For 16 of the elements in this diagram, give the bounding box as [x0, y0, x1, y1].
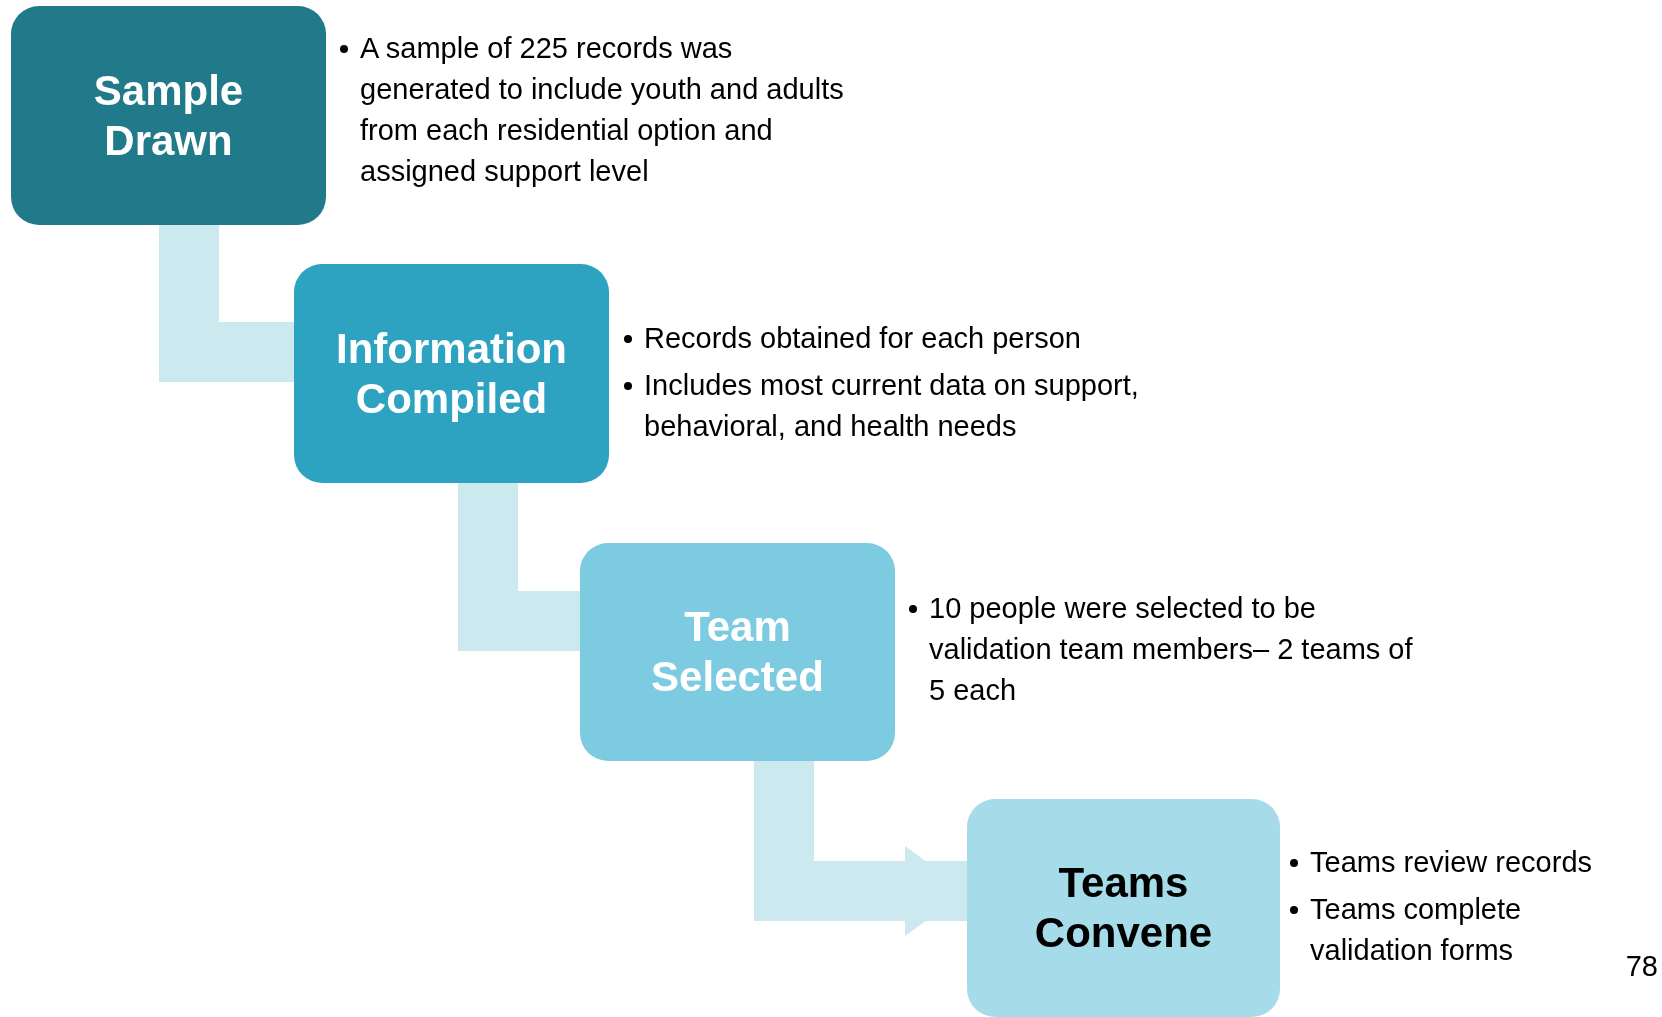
step-box [967, 799, 1280, 1017]
step-box [294, 264, 609, 483]
step-title: Teams Convene [1033, 858, 1214, 958]
step-box [580, 543, 895, 761]
step-title: Sample Drawn [92, 65, 245, 166]
page-number: 78 [1625, 949, 1658, 984]
bullet-text: Teams review records [1310, 845, 1593, 880]
bullet-text: Includes most current data on support, behavioral, and health needs [644, 368, 1140, 444]
bullet-text: A sample of 225 records was generated to include youth and adults from each residential option and assigned support level [360, 31, 845, 189]
bullet-text: Records obtained for each person [644, 321, 1081, 356]
step-title: Team Selected [650, 602, 825, 702]
bent-arrow [754, 761, 967, 936]
step-box [11, 6, 326, 225]
step-title: Information Compiled [335, 323, 568, 424]
bullet-text: Teams complete validation forms [1310, 892, 1523, 968]
bullet-text: 10 people were selected to be validation team members– 2 teams of 5 each [929, 591, 1414, 708]
